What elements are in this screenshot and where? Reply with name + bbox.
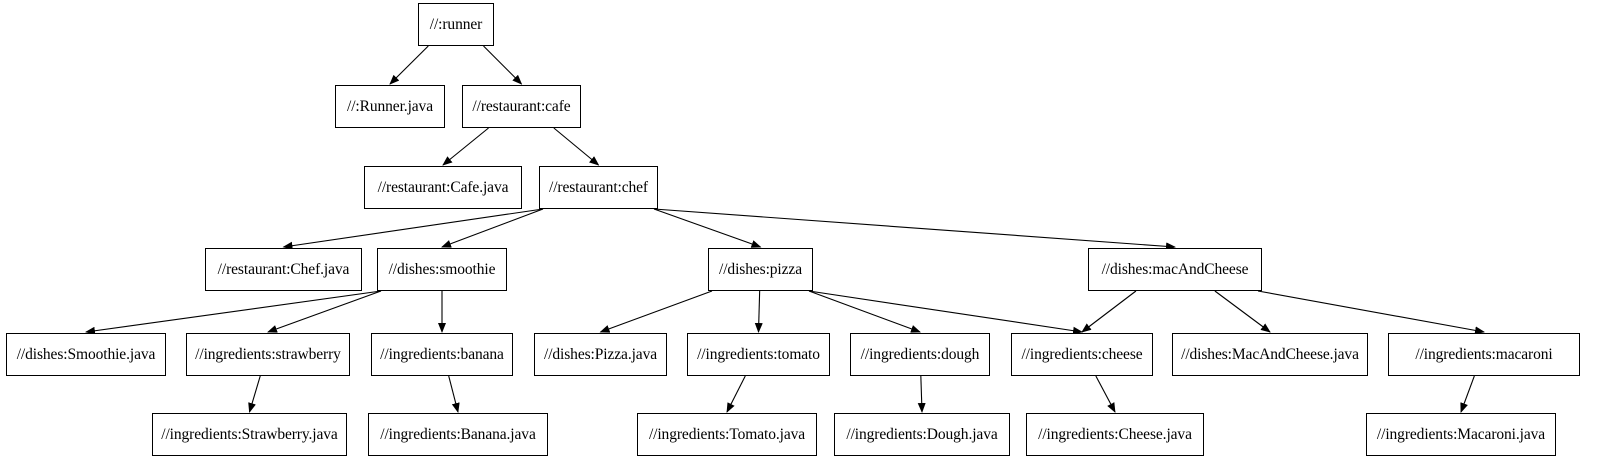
graph-edge-dishes_pizza-to-ing_tomato (754, 290, 763, 333)
graph-edge-runner-to-runner_java (389, 45, 429, 85)
graph-node-label: //dishes:Smoothie.java (16, 345, 156, 363)
graph-node-ing_dough[interactable]: //ingredients:dough (850, 333, 990, 376)
graph-edge-ing_macaroni-to-ing_macaroni_java (1460, 375, 1475, 413)
graph-node-label: //restaurant:cafe (472, 97, 571, 115)
graph-node-ing_cheese[interactable]: //ingredients:cheese (1011, 333, 1153, 376)
graph-edge-dishes_macandcheese-to-ing_cheese (1081, 290, 1137, 333)
graph-node-ing_banana_java[interactable]: //ingredients:Banana.java (368, 413, 548, 456)
graph-node-label: //ingredients:dough (860, 345, 980, 363)
graph-edge-restaurant_chef-to-restaurant_chef_java (282, 208, 544, 250)
graph-node-runner_java[interactable]: //:Runner.java (335, 85, 445, 128)
graph-edge-dishes_macandcheese-to-dishes_macandcheese_java (1214, 290, 1271, 333)
graph-edge-restaurant_cafe-to-restaurant_cafe_java (442, 127, 489, 166)
graph-node-dishes_pizza_java[interactable]: //dishes:Pizza.java (534, 333, 667, 376)
graph-node-label: //ingredients:banana (380, 345, 504, 363)
graph-edge-dishes_smoothie-to-ing_strawberry (267, 290, 382, 333)
graph-node-label: //dishes:smoothie (388, 260, 496, 278)
graph-node-label: //ingredients:Tomato.java (648, 425, 806, 443)
graph-node-runner[interactable]: //:runner (418, 3, 494, 46)
graph-node-ing_cheese_java[interactable]: //ingredients:Cheese.java (1026, 413, 1204, 456)
graph-edge-dishes_pizza-to-dishes_pizza_java (599, 290, 713, 333)
graph-node-ing_macaroni[interactable]: //ingredients:macaroni (1388, 333, 1580, 376)
graph-node-ing_strawberry_java[interactable]: //ingredients:Strawberry.java (152, 413, 347, 456)
graph-node-label: //restaurant:chef (549, 178, 648, 196)
graph-node-ing_banana[interactable]: //ingredients:banana (371, 333, 513, 376)
graph-node-ing_macaroni_java[interactable]: //ingredients:Macaroni.java (1366, 413, 1556, 456)
graph-node-label: //dishes:pizza (719, 260, 802, 278)
graph-node-ing_tomato[interactable]: //ingredients:tomato (687, 333, 830, 376)
graph-node-label: //:Runner.java (347, 97, 433, 115)
graph-node-label: //ingredients:Macaroni.java (1376, 425, 1546, 443)
graph-node-restaurant_chef[interactable]: //restaurant:chef (539, 166, 658, 209)
graph-node-label: //ingredients:cheese (1021, 345, 1143, 363)
graph-edge-ing_banana-to-ing_banana_java (448, 375, 460, 413)
graph-node-dishes_macandcheese_java[interactable]: //dishes:MacAndCheese.java (1172, 333, 1368, 376)
graph-edge-dishes_smoothie-to-dishes_smoothie_java (85, 290, 382, 335)
graph-node-label: //ingredients:tomato (697, 345, 820, 363)
graph-edge-dishes_pizza-to-ing_dough (808, 290, 921, 333)
graph-node-label: //restaurant:Cafe.java (377, 178, 509, 196)
graph-node-dishes_pizza[interactable]: //dishes:pizza (708, 248, 813, 291)
graph-node-label: //ingredients:Dough.java (846, 425, 998, 443)
graph-edge-restaurant_chef-to-dishes_macandcheese (653, 208, 1176, 251)
graph-node-ing_tomato_java[interactable]: //ingredients:Tomato.java (637, 413, 817, 456)
graph-node-ing_dough_java[interactable]: //ingredients:Dough.java (834, 413, 1010, 456)
graph-edge-restaurant_cafe-to-restaurant_chef (553, 127, 600, 166)
graph-edge-ing_dough-to-ing_dough_java (917, 375, 926, 413)
graph-node-label: //ingredients:Banana.java (380, 425, 536, 443)
graph-node-restaurant_chef_java[interactable]: //restaurant:Chef.java (205, 248, 362, 291)
graph-node-label: //ingredients:Cheese.java (1038, 425, 1192, 443)
graph-node-label: //ingredients:macaroni (1415, 345, 1553, 363)
graph-edge-runner-to-restaurant_cafe (483, 45, 523, 85)
graph-edge-restaurant_chef-to-dishes_smoothie (441, 208, 544, 248)
graph-node-label: //ingredients:Strawberry.java (161, 425, 338, 443)
graph-node-label: //dishes:macAndCheese (1101, 260, 1249, 278)
graph-node-label: //ingredients:strawberry (195, 345, 341, 363)
graph-edge-ing_cheese-to-ing_cheese_java (1095, 375, 1116, 413)
graph-edge-dishes_macandcheese-to-ing_macaroni (1257, 290, 1485, 335)
graph-edge-dishes_pizza-to-ing_cheese (808, 290, 1083, 335)
graph-node-restaurant_cafe[interactable]: //restaurant:cafe (462, 85, 581, 128)
graph-edge-ing_tomato-to-ing_tomato_java (726, 375, 746, 413)
graph-node-label: //:runner (429, 15, 483, 33)
graph-edge-restaurant_chef-to-dishes_pizza (653, 208, 762, 248)
graph-edge-ing_strawberry-to-ing_strawberry_java (248, 375, 261, 413)
graph-node-label: //restaurant:Chef.java (217, 260, 350, 278)
graph-node-restaurant_cafe_java[interactable]: //restaurant:Cafe.java (364, 166, 522, 209)
graph-node-ing_strawberry[interactable]: //ingredients:strawberry (186, 333, 350, 376)
graph-node-dishes_macandcheese[interactable]: //dishes:macAndCheese (1088, 248, 1262, 291)
graph-node-label: //dishes:MacAndCheese.java (1181, 345, 1359, 363)
graph-node-label: //dishes:Pizza.java (543, 345, 658, 363)
graph-node-dishes_smoothie_java[interactable]: //dishes:Smoothie.java (6, 333, 166, 376)
graph-node-dishes_smoothie[interactable]: //dishes:smoothie (377, 248, 507, 291)
